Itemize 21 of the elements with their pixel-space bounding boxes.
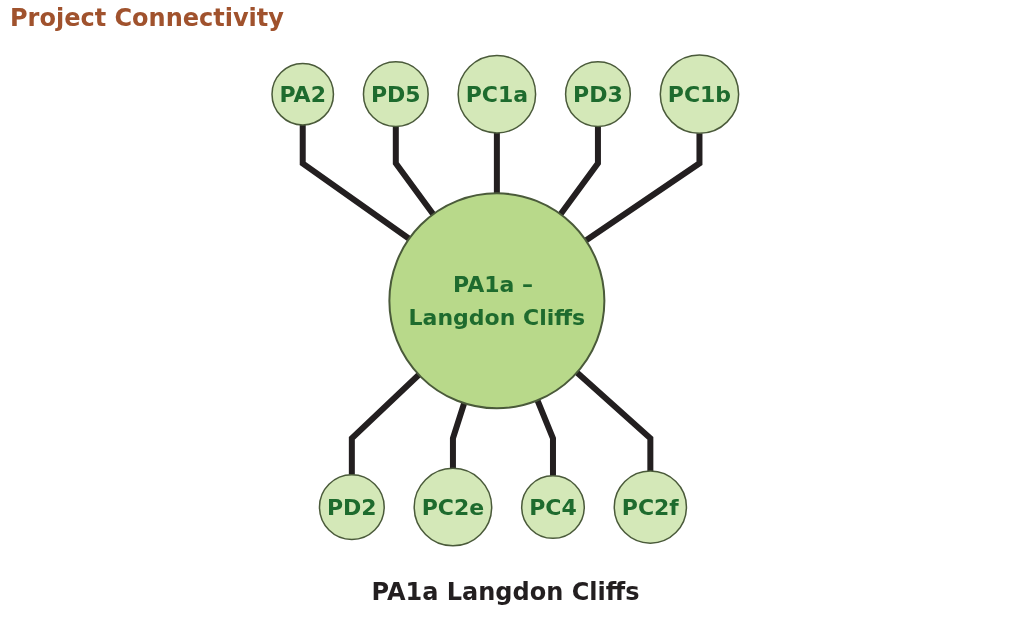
caption: PA1a Langdon Cliffs (370, 578, 641, 606)
node-circle: PC2f (613, 469, 688, 544)
node-circle: PD2 (318, 473, 386, 540)
connector (494, 132, 501, 193)
connector (299, 124, 412, 241)
node-circle: PC1a (457, 54, 537, 134)
node-circle: PD5 (362, 60, 430, 127)
node-circle: PA1a – Langdon Cliffs (388, 191, 606, 409)
node-circle: PC2e (413, 467, 493, 547)
connector (450, 401, 468, 468)
node-circle: PD3 (565, 60, 632, 127)
connector (393, 126, 436, 216)
node-circle: PC4 (521, 474, 586, 539)
connector (575, 369, 654, 471)
node-circle: PC1b (659, 53, 740, 134)
title: Project Connectivity (10, 4, 284, 32)
connector (584, 132, 703, 243)
connector (534, 398, 557, 476)
node-circle: PA2 (271, 62, 335, 126)
connector (349, 372, 422, 475)
connector (558, 126, 602, 216)
